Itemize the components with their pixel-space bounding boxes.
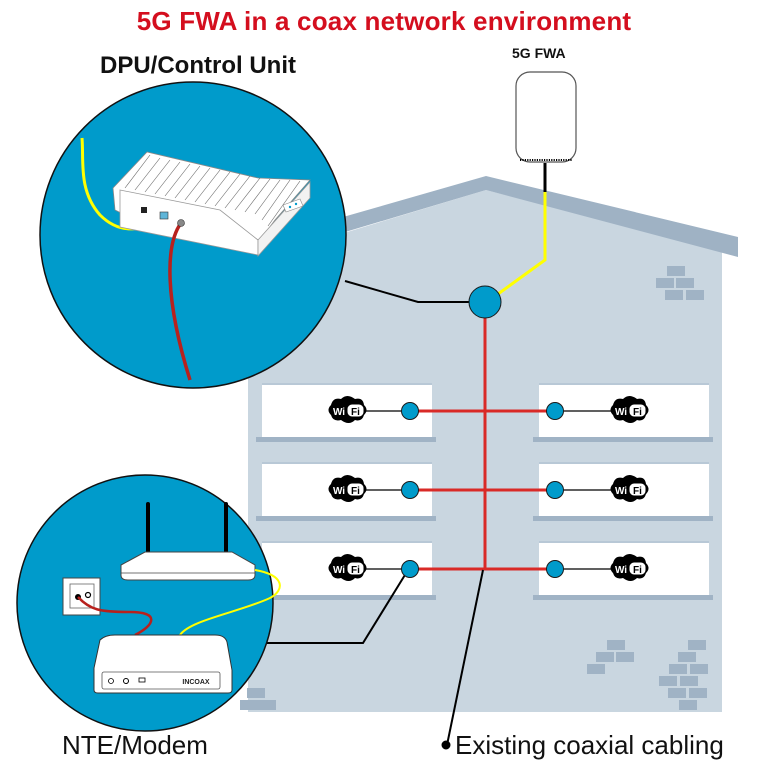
coax-node: [546, 481, 564, 499]
dpu-control-unit-label: DPU/Control Unit: [100, 52, 296, 79]
5g-fwa-label: 5G FWA: [512, 45, 566, 61]
wifi-router: [120, 551, 256, 581]
settings-icon: [123, 678, 129, 684]
nte-modem-device: INCOAX: [93, 634, 233, 694]
diagram-title: 5G FWA in a coax network environment: [136, 6, 632, 36]
coax-node: [546, 560, 564, 578]
coax-cabling: [410, 318, 555, 571]
wifi-icon: [328, 553, 367, 582]
nte-callout: INCOAX: [16, 474, 281, 732]
coax-node: [546, 402, 564, 420]
main-splitter-node: [468, 285, 502, 319]
ethernet-cable-fwa: [497, 190, 547, 296]
coax-node: [401, 481, 419, 499]
coax-node: [401, 560, 419, 578]
dpu-device: [112, 151, 311, 258]
power-icon: [108, 678, 114, 684]
incoax-brand: INCOAX: [182, 679, 210, 686]
coax-node: [401, 402, 419, 420]
wifi-icon: [610, 553, 649, 582]
wifi-icon: [610, 474, 649, 503]
room-nodes: [328, 395, 649, 582]
wifi-icon: [328, 395, 367, 424]
existing-coaxial-cabling-label: Existing coaxial cabling: [455, 730, 724, 760]
5g-fwa-device: [515, 71, 577, 163]
nte-modem-label: NTE/Modem: [62, 730, 208, 760]
dpu-callout: [39, 81, 347, 389]
monitor-icon: [138, 677, 146, 683]
wifi-icon: [610, 395, 649, 424]
wifi-icon: [328, 474, 367, 503]
